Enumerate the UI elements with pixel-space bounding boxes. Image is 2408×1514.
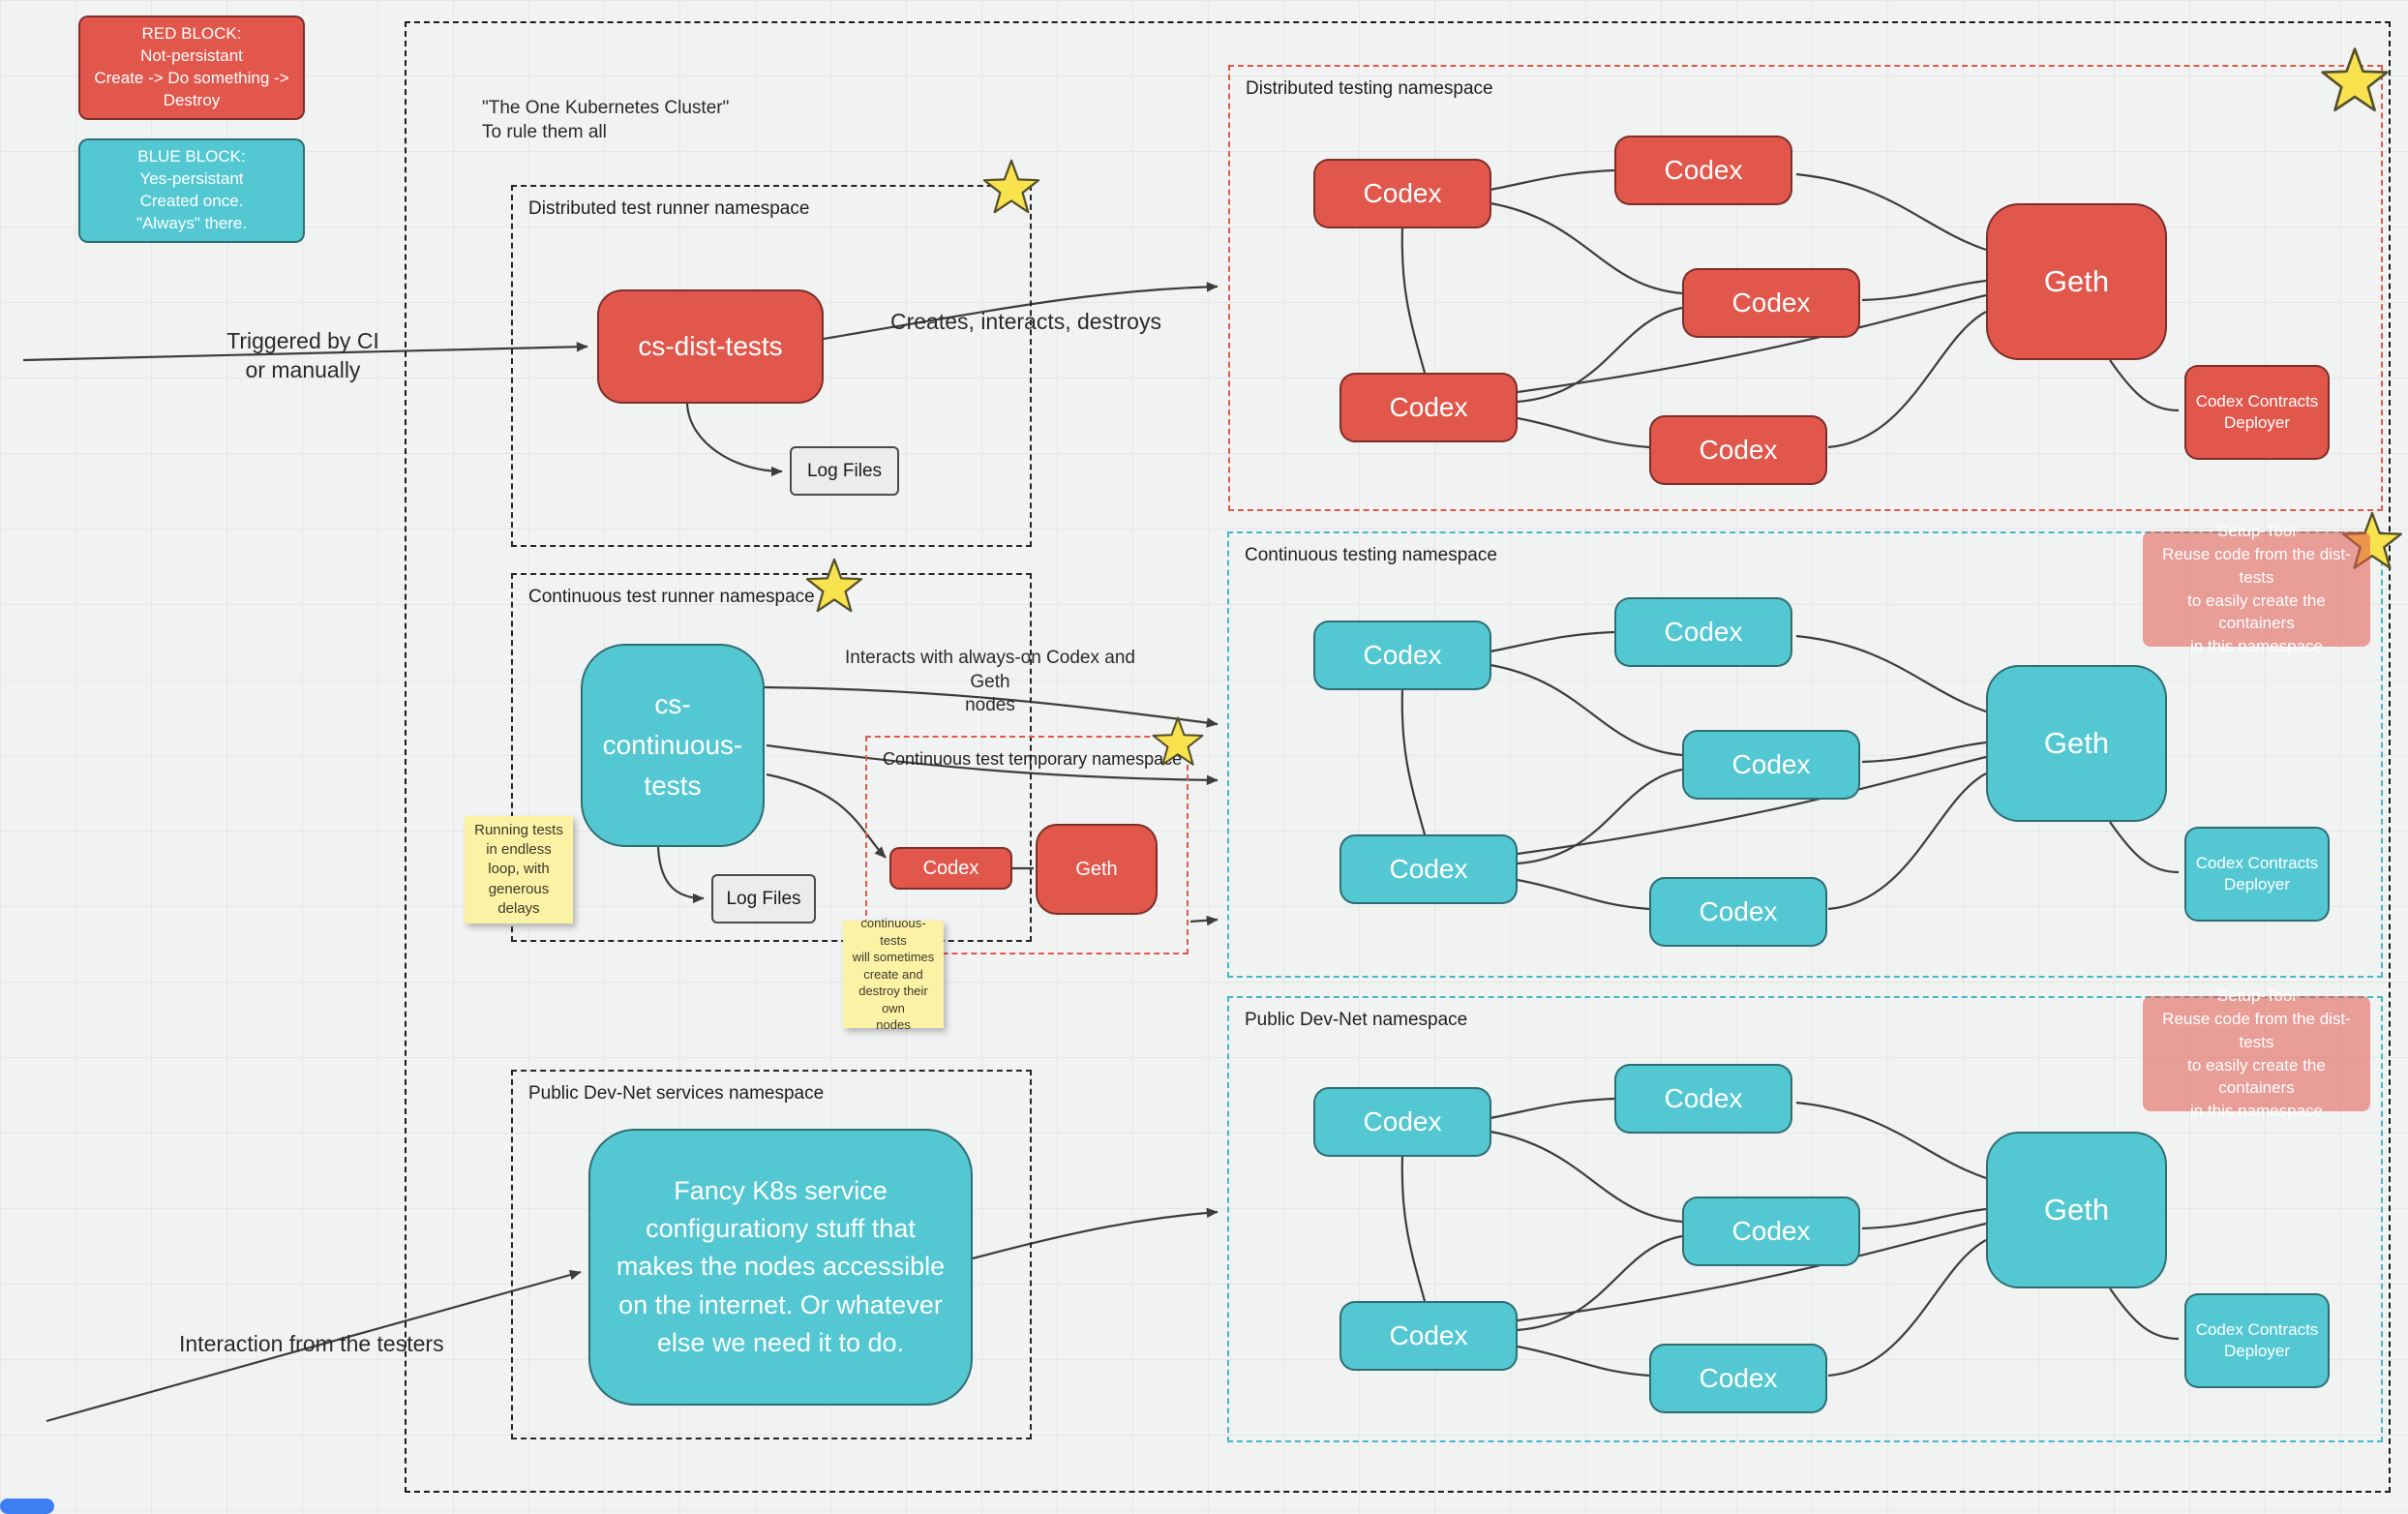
node-log-files[interactable]: Log Files	[790, 446, 899, 496]
annotation-creates-interacts: Creates, interacts, destroys	[890, 309, 1161, 334]
codex-node[interactable]: Codex	[1649, 415, 1827, 485]
namespace-label: Public Dev-Net services namespace	[528, 1083, 825, 1104]
codex-contracts-deployer-node[interactable]: Codex Contracts Deployer	[2184, 827, 2330, 922]
codex-node[interactable]: Codex	[1614, 136, 1792, 205]
node-cs-dist-tests[interactable]: cs-dist-tests	[597, 289, 824, 404]
codex-node[interactable]: Codex	[1313, 621, 1491, 690]
namespace-continuous-test-temporary[interactable]: Continuous test temporary namespace	[865, 736, 1189, 954]
setup-tool-note[interactable]: Setup-Tool Reuse code from the dist-test…	[2143, 522, 2370, 655]
codex-node[interactable]: Codex	[1339, 373, 1518, 442]
geth-node[interactable]: Geth	[1986, 203, 2167, 360]
namespace-public-devnet-services[interactable]: Public Dev-Net services namespace	[511, 1070, 1032, 1439]
namespace-label: Distributed test runner namespace	[528, 198, 810, 219]
node-log-files[interactable]: Log Files	[711, 874, 816, 924]
namespace-public-devnet[interactable]: Public Dev-Net namespace	[1227, 996, 2383, 1442]
annotation-triggered-by: Triggered by CI or manually	[226, 328, 379, 382]
node-cs-continuous-tests[interactable]: cs- continuous- tests	[581, 644, 765, 847]
legend-blue-block[interactable]: BLUE BLOCK: Yes-persistant Created once.…	[78, 138, 305, 243]
codex-node[interactable]: Codex	[1649, 1344, 1827, 1413]
geth-node[interactable]: Geth	[1986, 1132, 2167, 1288]
codex-node[interactable]: Codex	[1682, 268, 1860, 338]
sticky-note-continuous-tests[interactable]: continuous-tests will sometimes create a…	[843, 916, 944, 1032]
codex-node[interactable]: Codex	[1682, 1196, 1860, 1266]
codex-contracts-deployer-node[interactable]: Codex Contracts Deployer	[2184, 365, 2330, 460]
annotation-interacts-always-on: Interacts with always-on Codex and Geth …	[845, 648, 1135, 716]
namespace-label: Continuous test temporary namespace	[883, 749, 1183, 769]
star-icon[interactable]	[2318, 45, 2392, 118]
codex-node[interactable]: Codex	[1649, 877, 1827, 947]
star-icon[interactable]	[980, 157, 1042, 219]
codex-node[interactable]: Codex	[1339, 834, 1518, 904]
geth-node[interactable]: Geth	[1986, 665, 2167, 822]
star-icon[interactable]	[803, 556, 865, 618]
horizontal-scrollbar[interactable]	[0, 1499, 54, 1514]
annotation-interaction-testers: Interaction from the testers	[179, 1331, 444, 1356]
namespace-label: Continuous testing namespace	[1245, 545, 1497, 565]
namespace-label: Distributed testing namespace	[1246, 78, 1493, 99]
codex-contracts-deployer-node[interactable]: Codex Contracts Deployer	[2184, 1293, 2330, 1388]
setup-tool-note[interactable]: Setup-Tool Reuse code from the dist-test…	[2143, 986, 2370, 1120]
cluster-title: "The One Kubernetes Cluster" To rule the…	[482, 98, 730, 142]
node-fancy-service[interactable]: Fancy K8s service configurationy stuff t…	[588, 1129, 973, 1406]
namespace-continuous-test-runner[interactable]: Continuous test runner namespace	[511, 573, 1032, 942]
codex-node[interactable]: Codex	[1339, 1301, 1518, 1371]
namespace-label: Public Dev-Net namespace	[1245, 1010, 1468, 1030]
namespace-continuous-testing[interactable]: Continuous testing namespace	[1227, 531, 2383, 978]
namespace-distributed-test-runner[interactable]: Distributed test runner namespace	[511, 185, 1032, 547]
geth-node[interactable]: Geth	[1036, 824, 1158, 915]
legend-red-block[interactable]: RED BLOCK: Not-persistant Create -> Do s…	[78, 15, 305, 120]
codex-node[interactable]: Codex	[1682, 730, 1860, 800]
kubernetes-cluster-boundary[interactable]	[405, 21, 2391, 1493]
codex-node[interactable]: Codex	[1313, 1087, 1491, 1157]
codex-node[interactable]: Codex	[889, 847, 1012, 890]
codex-node[interactable]: Codex	[1313, 159, 1491, 228]
namespace-distributed-testing[interactable]: Distributed testing namespace	[1228, 65, 2383, 511]
codex-node[interactable]: Codex	[1614, 1064, 1792, 1134]
star-icon[interactable]	[1150, 714, 1206, 771]
namespace-label: Continuous test runner namespace	[528, 587, 815, 607]
codex-node[interactable]: Codex	[1614, 597, 1792, 667]
sticky-note-running-tests[interactable]: Running tests in endless loop, with gene…	[465, 816, 573, 924]
